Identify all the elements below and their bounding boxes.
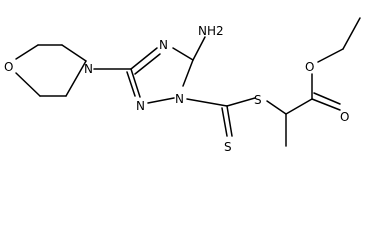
thioether-s-label: S	[254, 93, 262, 107]
morpholine-o-label: O	[4, 60, 13, 74]
bond-n2-c3-double	[126, 71, 136, 97]
bond-morph-c4-o	[15, 72, 41, 97]
triazole-n1-label: N	[175, 92, 184, 106]
triazole-n4-label: N	[159, 38, 168, 52]
bond-morph-n-c3	[65, 60, 87, 97]
bond-morph-o-c1	[15, 44, 39, 60]
bond-ch2-ch3	[342, 17, 361, 50]
bond-oester-ch2	[317, 48, 344, 63]
bond-c5-nh2	[192, 36, 206, 61]
chemical-structure-diagram: O N N NH2 N N S S O O	[4, 17, 361, 154]
bond-carbonyl-o-a	[311, 98, 341, 111]
bond-ch-ccarbonyl	[285, 98, 313, 115]
bond-morph-c2-n	[61, 44, 87, 62]
ester-o-single-label: O	[305, 60, 314, 74]
bond-c5-n1	[182, 59, 194, 87]
thione-s-label: S	[224, 140, 232, 154]
amino-label: NH2	[198, 24, 224, 38]
bond-cthio-s-double-a	[226, 105, 233, 137]
bond-n4-c5	[172, 47, 194, 61]
morpholine-n-label: N	[84, 62, 93, 76]
ester-o-double-label: O	[340, 110, 349, 124]
bond-carbonyl-o-b	[313, 92, 341, 105]
bond-c3-n4-double	[134, 53, 161, 75]
bond-sether-ch	[266, 100, 287, 115]
bond-n1-n2	[147, 97, 175, 104]
bond-cthio-s-double-b	[221, 107, 228, 137]
molecule-drawing: O N N NH2 N N S S O O	[4, 17, 361, 154]
bond-cthio-sether	[226, 97, 256, 107]
bond-c3-n4	[130, 47, 158, 70]
bond-n1-cthio	[186, 98, 228, 107]
triazole-n2-label: N	[136, 99, 145, 113]
bond-n2-c3	[130, 68, 141, 98]
